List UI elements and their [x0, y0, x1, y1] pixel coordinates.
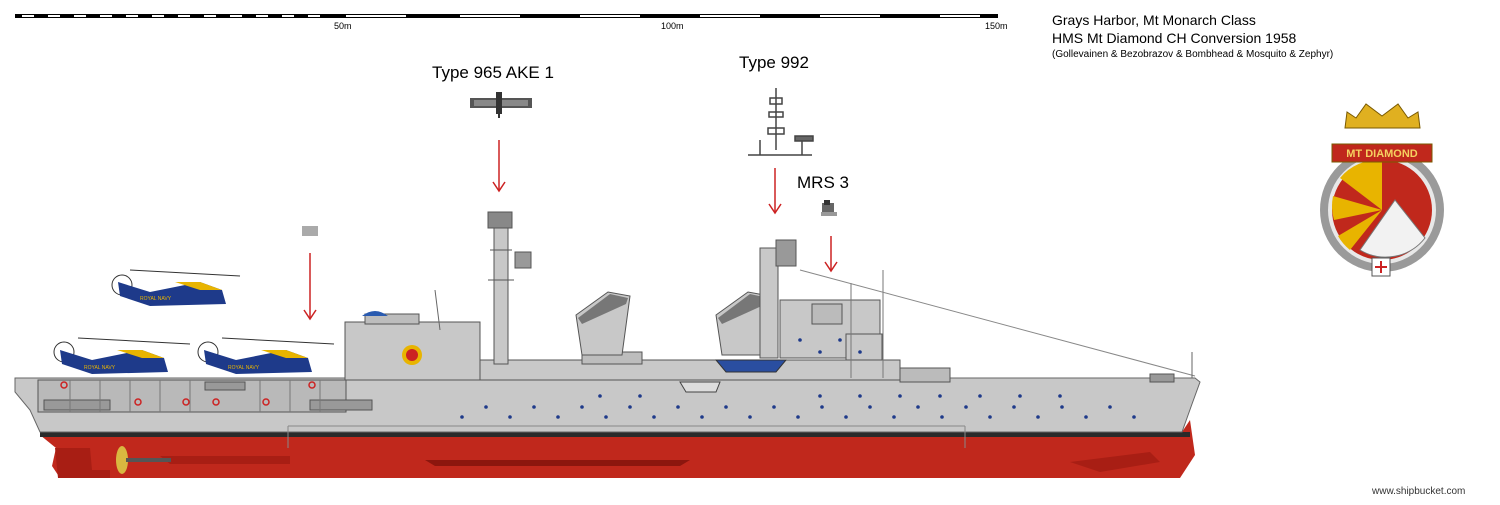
portholes	[460, 338, 1136, 419]
callout-arrows	[303, 140, 838, 321]
page-title: Grays Harbor, Mt Monarch Class	[1052, 12, 1256, 28]
lifebuoys	[60, 381, 316, 406]
watermark: www.shipbucket.com	[1372, 486, 1466, 497]
radar-965-detail-icon	[470, 92, 532, 118]
ship-badge-icon	[1320, 103, 1444, 277]
scale-tick-50m: 50m	[334, 21, 352, 31]
main-mast	[487, 211, 532, 365]
page-subtitle: HMS Mt Diamond CH Conversion 1958	[1052, 30, 1297, 46]
radar-992-detail-icon	[748, 88, 814, 156]
heli-marking: ROYAL NAVY	[228, 365, 260, 371]
heli-marking: ROYAL NAVY	[140, 296, 172, 302]
heli-marking: ROYAL NAVY	[84, 365, 116, 371]
propeller-icon	[116, 446, 171, 474]
bridge-block	[759, 239, 883, 361]
scale-bar	[15, 14, 998, 18]
helicopter-icon	[197, 337, 335, 374]
callout-mrs3: MRS 3	[797, 173, 849, 192]
grid-detail-icon	[302, 226, 318, 236]
credits-line: (Gollevainen & Bezobrazov & Bombhead & M…	[1052, 49, 1334, 60]
helicopter-icon	[53, 337, 191, 374]
scale-tick-150m: 150m	[985, 21, 1008, 31]
scale-tick-100m: 100m	[661, 21, 684, 31]
mrs3-detail-icon	[821, 200, 837, 216]
helicopter-icon	[111, 269, 241, 306]
callout-type-992: Type 992	[739, 53, 809, 72]
badge-name: MT DIAMOND	[1346, 148, 1418, 160]
callout-type-965: Type 965 AKE 1	[432, 63, 554, 82]
hangar-crest-icon	[402, 345, 422, 365]
ships-boat-icon	[679, 359, 788, 393]
